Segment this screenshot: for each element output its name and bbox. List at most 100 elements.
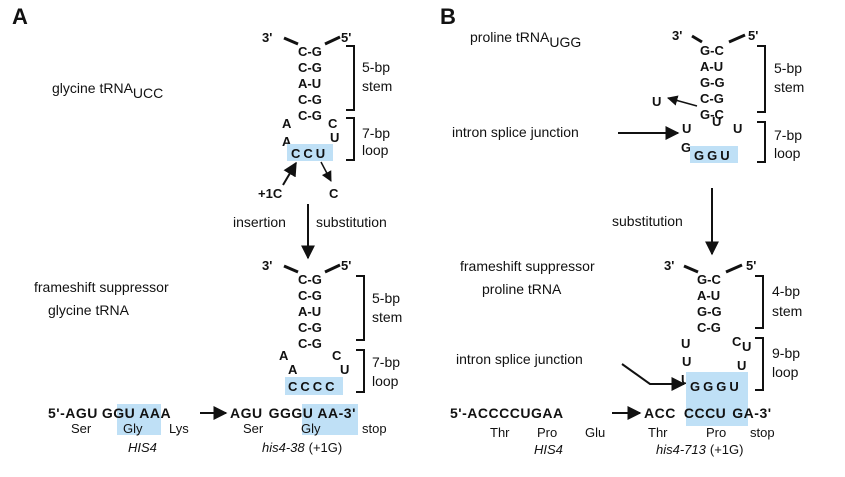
insertion-label: insertion (233, 214, 286, 230)
amino-acid: Lys (169, 421, 189, 436)
glycine-suppressor-structure: frameshift suppressor glycine tRNA 3' 5'… (34, 258, 402, 395)
stem-length-label: 5-bp (372, 290, 400, 306)
gene-name-right: his4-713(+1G) (656, 442, 743, 457)
loop-nucleotide: A (282, 116, 292, 131)
substitution-label: substitution (612, 213, 683, 229)
stem-length-label: 5-bp (774, 60, 802, 76)
anticodon-highlight (287, 144, 333, 161)
loop-nucleotide: U (712, 114, 721, 129)
five-prime-end: 5' (341, 30, 351, 45)
three-prime-end: 3' (664, 258, 674, 273)
loop-nucleotide: A (282, 134, 292, 149)
amino-acid: Gly (123, 421, 143, 436)
anticodon-highlight (686, 372, 748, 426)
glycine-trna-label: glycine tRNAUCC (52, 80, 163, 101)
panel-a-letter: A (12, 4, 28, 29)
stem-pair: A-U (298, 76, 321, 91)
three-prime-end: 3' (262, 258, 272, 273)
loop-bracket (755, 337, 764, 391)
loop-length-label: 7-bp (774, 127, 802, 143)
suppressor-label-line1: frameshift suppressor (34, 279, 169, 295)
panel-b-letter: B (440, 4, 456, 29)
loop-nucleotide: U (340, 362, 349, 377)
loop-nucleotide: U (733, 121, 742, 136)
stem-length-label: 5-bp (362, 59, 390, 75)
three-prime-tail (283, 264, 299, 274)
anticodon: GGGU (690, 379, 742, 394)
loop-label: loop (772, 364, 799, 380)
intron-excision-arrow (666, 95, 698, 107)
three-prime-tail (283, 36, 299, 46)
loop-nucleotide: G (681, 140, 691, 155)
gene-name-left: HIS4 (128, 440, 157, 455)
stem-label: stem (772, 303, 802, 319)
amino-acid: Glu (585, 425, 605, 440)
loop-nucleotide: C (332, 348, 342, 363)
anticodon-highlight (690, 146, 738, 163)
five-prime-tail (324, 263, 341, 274)
loop-nucleotide: C (732, 334, 742, 349)
substituted-nucleotide: C (329, 186, 339, 201)
inserted-nucleotide: +1C (258, 186, 283, 201)
insertion-arrow (282, 161, 297, 186)
stem-pair: C-G (298, 108, 322, 123)
loop-bracket (757, 121, 766, 163)
amino-acid: Thr (648, 425, 668, 440)
amino-acid: Ser (71, 421, 92, 436)
five-prime-end: 5' (341, 258, 351, 273)
five-prime-tail (728, 33, 746, 44)
stem-pair: G-G (697, 304, 722, 319)
loop-nucleotide: U (330, 130, 339, 145)
anticodon: CCU (291, 146, 328, 161)
proline-suppressor-structure: frameshift suppressor proline tRNA 3' 5'… (456, 258, 802, 426)
stem-pair: C-G (700, 91, 724, 106)
proline-trna-label: proline tRNAUGG (470, 29, 581, 50)
loop-label: loop (362, 142, 389, 158)
anticodon: CCCC (288, 379, 338, 394)
loop-label: loop (774, 145, 801, 161)
suppressor-label-line2: glycine tRNA (48, 302, 130, 318)
loop-nucleotide: U (681, 336, 690, 351)
three-prime-end: 3' (672, 28, 682, 43)
stem-pair: C-G (298, 272, 322, 287)
codon-highlight (117, 404, 161, 435)
stem-pair: G-C (700, 43, 724, 58)
loop-nucleotide: U (681, 372, 690, 387)
mrna-sequence-left: 5'-ACCCCUGAA (450, 405, 564, 421)
loop-nucleotide: A (288, 362, 298, 377)
anticodon: GGU (694, 148, 733, 163)
loop-nucleotide: U (682, 121, 691, 136)
proline-trna-structure: proline tRNAUGG 3' 5' G-C A-U G-G C-G G-… (452, 28, 804, 163)
loop-length-label: 9-bp (772, 345, 800, 361)
stem-pair: C-G (298, 60, 322, 75)
five-prime-end: 5' (746, 258, 756, 273)
stop-codon: stop (362, 421, 387, 436)
intron-splice-label: intron splice junction (452, 124, 579, 140)
loop-bracket (346, 117, 355, 161)
stem-bracket (356, 275, 365, 341)
stem-length-label: 4-bp (772, 283, 800, 299)
stop-codon: stop (750, 425, 775, 440)
loop-nucleotide: C (328, 116, 338, 131)
stem-pair: C-G (298, 44, 322, 59)
loop-bracket (356, 349, 365, 393)
amino-acid: Gly (301, 421, 321, 436)
three-prime-end: 3' (262, 30, 272, 45)
intron-nucleotide: U (652, 94, 661, 109)
stem-bracket (757, 45, 766, 113)
panel-b: B proline tRNAUGG 3' 5' G-C A-U G-G C-G … (440, 4, 804, 457)
stem-pair: C-G (298, 288, 322, 303)
stem-bracket (755, 275, 764, 329)
loop-nucleotide: U (682, 354, 691, 369)
loop-nucleotide: U (737, 358, 746, 373)
loop-nucleotide: U (742, 339, 751, 354)
amino-acid: Thr (490, 425, 510, 440)
five-prime-tail (725, 263, 743, 274)
stem-label: stem (372, 309, 402, 325)
three-prime-tail (691, 34, 703, 44)
